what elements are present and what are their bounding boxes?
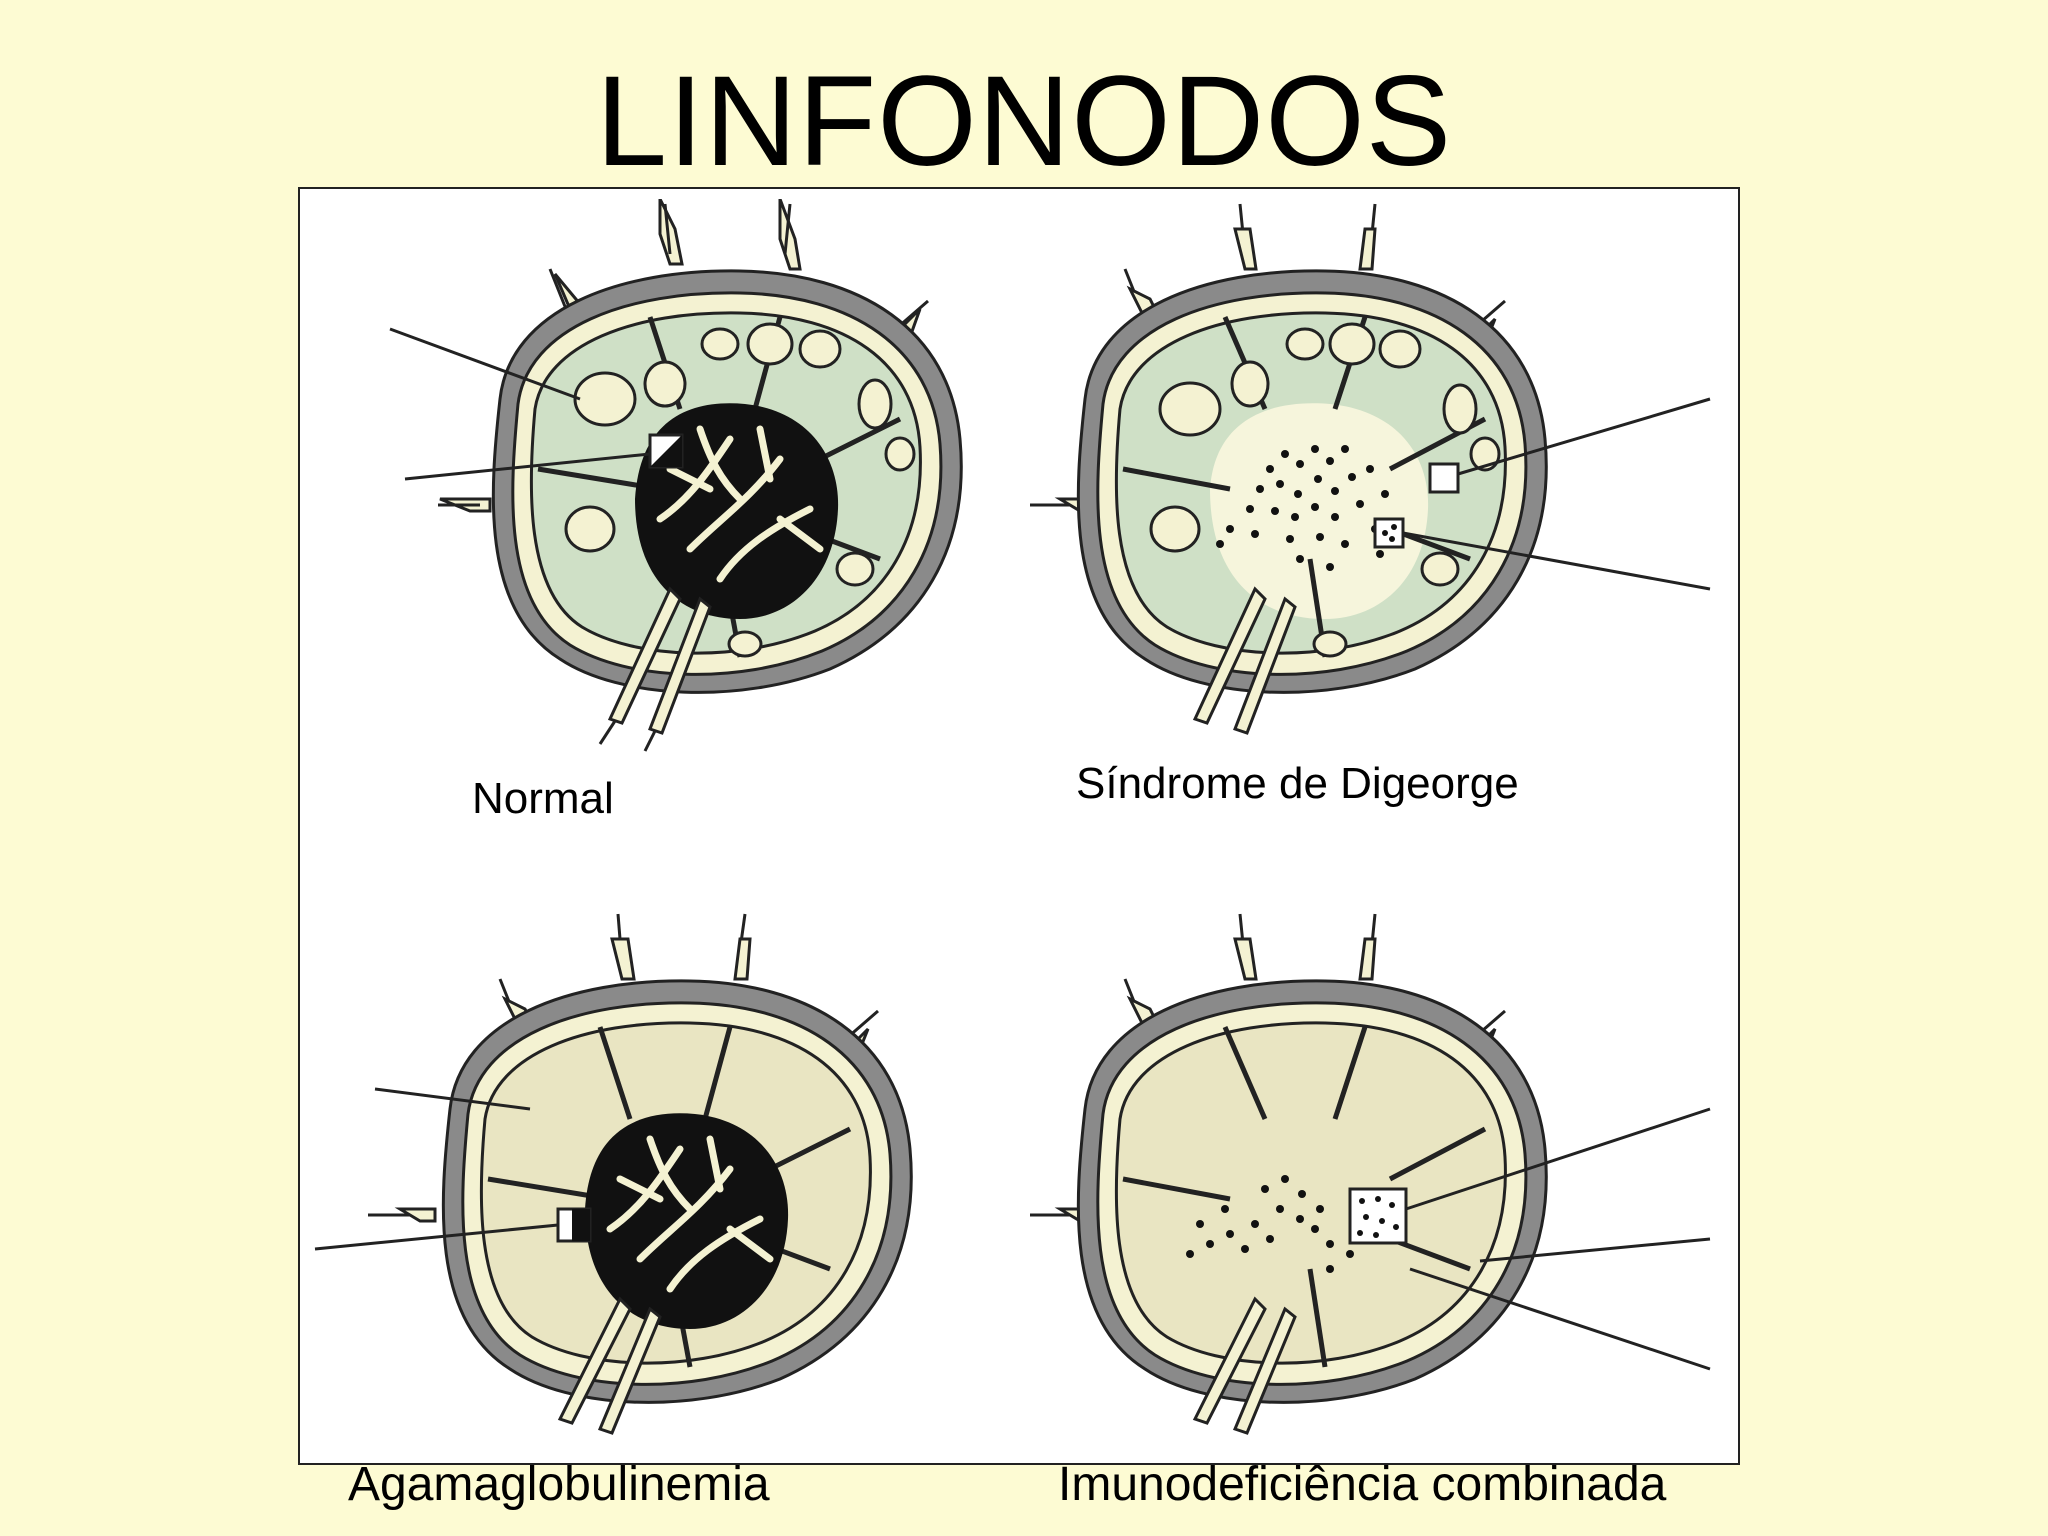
efferent-lymphatic [557,1296,662,1435]
paracortex-medulla [635,403,839,619]
lymphocyte-dots [1186,1175,1354,1273]
efferent-lymphatic [1192,586,1297,735]
detail-marker-dots [1373,517,1405,549]
slide-title: LINFONODOS [595,50,1453,193]
caption-normal: Normal [472,774,614,823]
leader-lines [1405,1107,1711,1371]
lymph-node-agamma-diagram [314,913,913,1435]
panel-normal [360,199,1000,759]
medullary-sinuses [656,425,824,583]
lymph-node-scid-diagram [1030,913,1711,1435]
leader-lines [389,327,651,481]
caption-agamma: Agamaglobulinemia [348,1458,770,1511]
depleted-paracortex [1210,403,1429,619]
trabeculae [1122,1026,1487,1368]
caption-digeorge: Síndrome de Digeorge [1076,759,1519,808]
efferent-lymphatic [1192,1296,1297,1435]
follicles [564,322,916,658]
caption-scid: Imunodeficiência combinada [1058,1458,1667,1511]
paracortex-medulla [585,1113,789,1329]
cortex [1114,1021,1507,1365]
medullary-sinuses [606,1135,774,1293]
lymph-node-normal-diagram [389,199,963,752]
panel-scid [1030,909,1730,1449]
lymph-node-digeorge-diagram [1030,203,1711,735]
panel-agamma [300,909,1000,1449]
leader-lines [314,1087,559,1251]
detail-marker-empty [1428,462,1460,494]
efferent-lymphatic [607,586,712,735]
follicles [1149,322,1501,658]
figure-box: Normal [298,187,1740,1511]
panel-digeorge [1030,199,1730,759]
leader-lines [1402,397,1711,591]
